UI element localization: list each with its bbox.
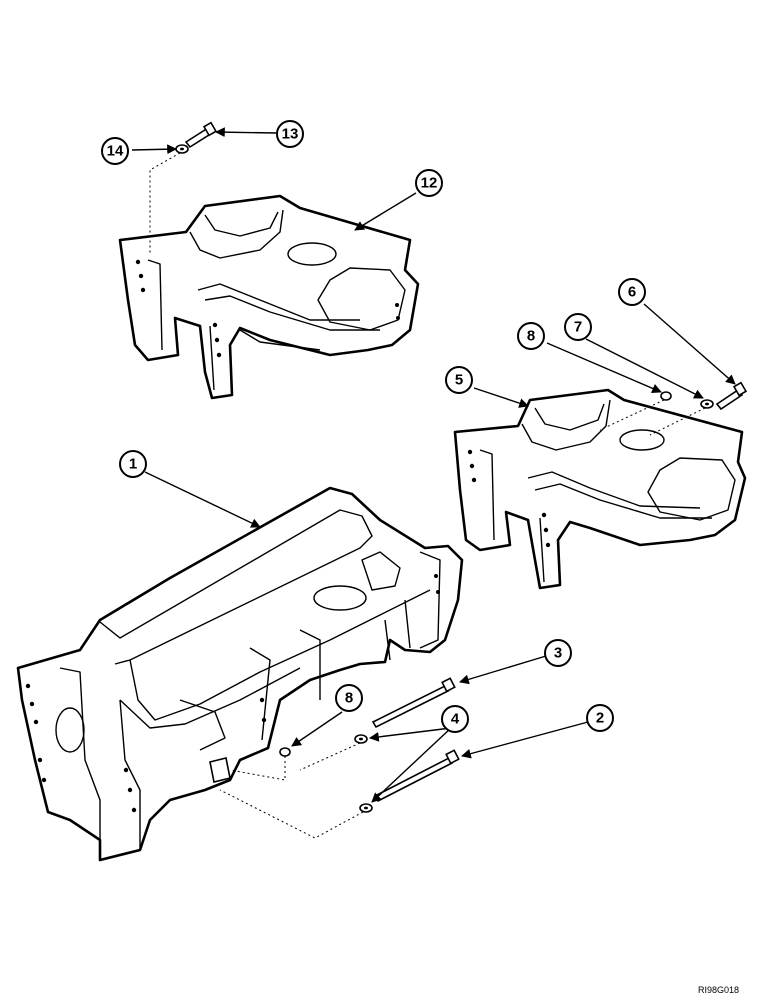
svg-text:2: 2 [596,710,604,727]
bolt-part-6 [715,381,748,411]
svg-text:12: 12 [421,175,438,192]
svg-text:1: 1 [129,456,137,473]
svg-text:7: 7 [574,319,582,336]
washer-part-14 [175,144,189,154]
callout-1: 1 [119,450,147,478]
front-support-part-5 [453,388,747,590]
washer-part-7 [700,399,714,409]
bolt-part-2 [373,749,460,803]
callout-7: 7 [564,313,592,341]
main-frame-part-1 [16,486,464,862]
callout-8-lower: 8 [335,684,363,712]
nut-part-8-upper [660,391,672,401]
callout-5: 5 [445,366,473,394]
callout-14: 14 [101,137,129,165]
svg-text:13: 13 [282,126,299,143]
leader-lines [131,127,736,803]
callout-6: 6 [618,278,646,306]
nut-part-8-lower [279,747,291,757]
svg-text:6: 6 [628,284,636,301]
callout-8-upper: 8 [517,322,545,350]
callout-3: 3 [544,639,572,667]
bolt-part-13 [184,121,218,149]
drawing-id: RI98G018 [698,985,740,995]
svg-text:5: 5 [455,372,463,389]
washer-part-4-upper [354,734,368,744]
upper-front-support-part-12 [118,194,420,400]
svg-text:14: 14 [107,143,124,160]
washer-part-4-lower [359,803,373,813]
callout-2: 2 [586,704,614,732]
alignment-lines [149,152,706,839]
svg-text:8: 8 [345,690,353,707]
bolt-part-3 [371,677,456,729]
callout-13: 13 [276,120,304,148]
svg-text:8: 8 [527,328,535,345]
callout-4: 4 [441,705,469,733]
svg-text:4: 4 [451,711,460,728]
svg-text:3: 3 [554,645,562,662]
callout-12: 12 [415,169,443,197]
